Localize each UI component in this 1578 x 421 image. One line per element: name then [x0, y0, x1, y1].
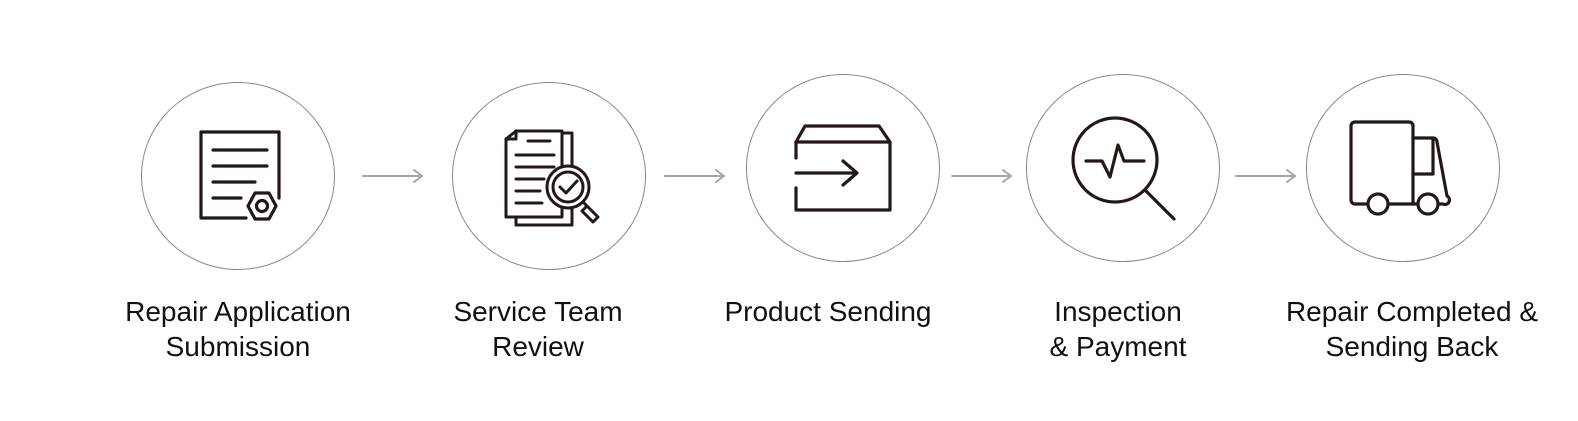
- arrow-3: [951, 166, 1013, 186]
- step-1-label: Repair Application Submission: [88, 294, 388, 364]
- step-4-label: Inspection & Payment: [968, 294, 1268, 364]
- step-4-label-line2: & Payment: [1049, 331, 1187, 362]
- step-1-circle: [141, 82, 335, 270]
- arrow-2: [664, 166, 726, 186]
- magnifier-pulse-icon: [1071, 116, 1176, 221]
- step-2-label-line2: Review: [492, 331, 584, 362]
- step-2-label: Service Team Review: [388, 294, 688, 364]
- document-gear-icon: [199, 130, 281, 221]
- step-3-label-line1: Product Sending: [724, 296, 932, 327]
- step-4-label-line1: Inspection: [1054, 296, 1182, 327]
- arrow-right-icon: [664, 169, 725, 183]
- step-5-label-line1: Repair Completed &: [1285, 296, 1539, 327]
- delivery-truck-icon: [1349, 120, 1452, 216]
- step-1-label-line1: Repair Application: [125, 296, 351, 327]
- step-2-label-line1: Service Team: [453, 296, 623, 327]
- box-arrow-icon: [794, 124, 892, 212]
- step-4-circle: [1026, 74, 1220, 262]
- arrow-right-icon: [362, 169, 423, 183]
- arrow-right-icon: [1235, 169, 1296, 183]
- step-5-label-line2: Sending Back: [1325, 331, 1499, 362]
- arrow-4: [1235, 166, 1297, 186]
- step-3-label: Product Sending: [678, 294, 978, 329]
- step-5-circle: [1306, 74, 1500, 262]
- step-5-label: Repair Completed & Sending Back: [1262, 294, 1562, 364]
- step-3-circle: [746, 74, 940, 262]
- step-1-label-line2: Submission: [165, 331, 311, 362]
- arrow-1: [362, 166, 424, 186]
- step-2-circle: [452, 82, 646, 270]
- document-magnifier-check-icon: [504, 129, 600, 227]
- arrow-right-icon: [951, 169, 1012, 183]
